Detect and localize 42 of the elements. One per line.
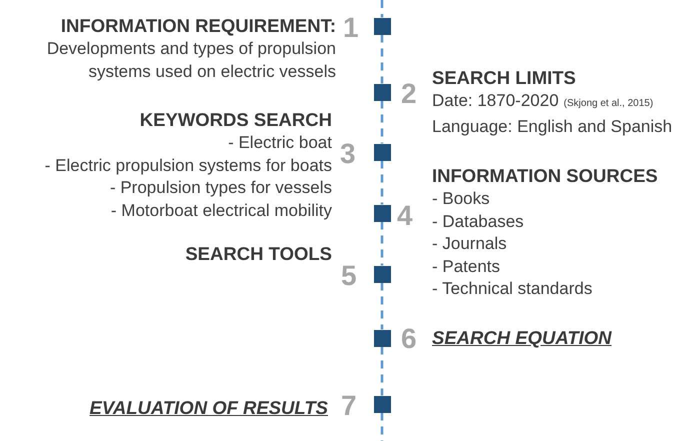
step-number: 7 [341,392,357,420]
dashed-connector-line [380,346,384,396]
step-detail: Developments and types of propulsion systems used on electric vessels [46,38,336,82]
step-detail: - Journals [432,233,508,255]
step-number: 3 [340,140,356,168]
step-detail: - Electric propulsion systems for boats [44,154,332,176]
step-number: 6 [401,325,417,353]
step-marker [374,18,390,34]
step-number: 4 [397,202,413,230]
step-marker [374,144,390,160]
step-detail: - Patents [432,256,502,278]
step-heading: INFORMATION REQUIREMENT: [60,14,336,38]
step-heading: SEARCH LIMITS [432,66,577,90]
dashed-connector-line [380,160,384,204]
step-detail: - Books [432,188,491,210]
step-number: 1 [343,14,359,42]
step-marker [374,396,390,412]
step-detail: Language: English and Spanish [432,116,672,138]
dashed-connector-line [380,34,384,84]
step-heading: INFORMATION SOURCES [432,164,658,188]
dashed-connector-line [380,100,384,144]
step-marker [374,330,390,346]
step-detail: - Motorboat electrical mobility [110,200,332,222]
citation: (Skjong et al., 2015) [564,98,654,109]
step-detail: - Technical standards [432,278,594,300]
dashed-connector-line [380,412,384,441]
step-heading: SEARCH TOOLS [185,242,332,266]
step-heading: SEARCH EQUATION [432,326,612,350]
step-detail: - Propulsion types for vessels [108,177,332,199]
step-detail: - Electric boat [227,132,332,154]
step-number: 2 [401,80,417,108]
step-marker [374,84,390,100]
step-marker [374,204,390,222]
step-number: 5 [341,262,357,290]
step-marker [374,266,390,282]
step-detail: - Databases [432,210,525,232]
dashed-connector-line [380,282,384,330]
step-heading: KEYWORDS SEARCH [138,108,332,132]
dashed-connector-line [380,222,384,266]
dashed-connector-line [380,0,384,18]
step-detail: Date: 1870-2020 [432,91,559,110]
step-heading: EVALUATION OF RESULTS [90,396,328,420]
